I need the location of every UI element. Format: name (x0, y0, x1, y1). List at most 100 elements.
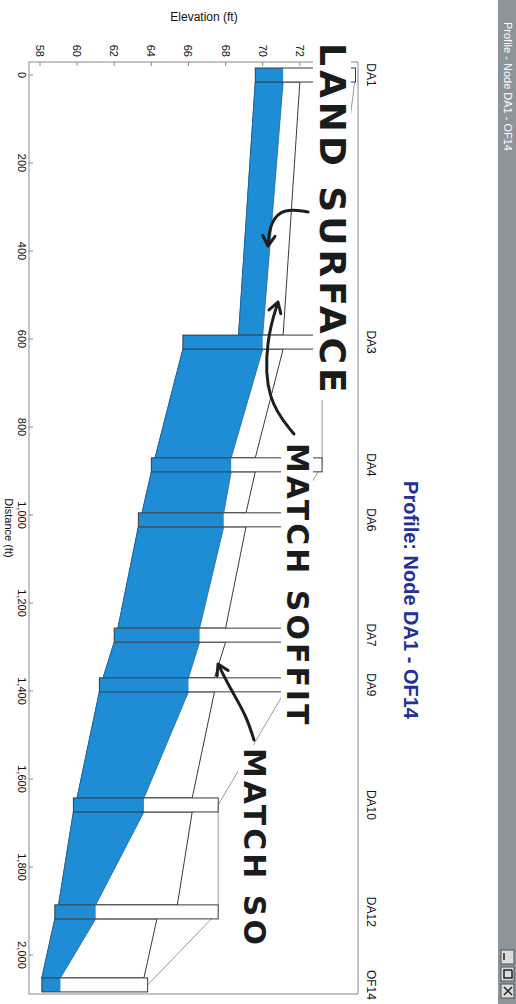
tick-label: 66 (182, 45, 195, 57)
node-label: DA6 (363, 508, 377, 531)
manhole (55, 905, 218, 919)
manhole (99, 678, 288, 692)
water-level (59, 812, 144, 905)
handwritten-note: LAND SURFACE (313, 40, 351, 400)
handwritten-note: MATCH SO (238, 745, 270, 951)
axis-title: Elevation (ft) (170, 11, 237, 25)
node-label: DA12 (363, 897, 377, 927)
button-glyph (503, 953, 505, 960)
water-level (42, 919, 96, 978)
tick-mark (114, 62, 115, 66)
tick-mark (299, 62, 300, 66)
conduit (42, 919, 157, 978)
manhole-water (138, 513, 223, 527)
manhole-water (73, 798, 144, 812)
node-label: DA1 (363, 63, 377, 86)
manhole-outline (99, 678, 288, 692)
node-label: DA4 (363, 453, 377, 476)
tick-label: 72 (294, 45, 307, 57)
conduit (239, 82, 300, 335)
manhole-outline (55, 905, 218, 919)
manhole-water (183, 335, 263, 349)
axis-title: Distance (ft) (3, 498, 16, 557)
tick-label: 0 (16, 72, 29, 78)
tick-mark (262, 62, 263, 66)
node-label: DA9 (363, 673, 377, 696)
manhole-water (42, 978, 61, 992)
window-button (501, 950, 514, 964)
tick-mark (29, 955, 33, 956)
marker-arrow (217, 664, 254, 740)
tick-label: 70 (256, 45, 269, 57)
tick-mark (29, 339, 33, 340)
handwritten-note: MATCH SOFFIT (281, 440, 313, 731)
node-label: DA7 (363, 623, 377, 646)
tick-label: 200 (16, 154, 29, 172)
marker-arrow (263, 210, 308, 246)
water-level (239, 82, 284, 335)
tick-mark (29, 163, 33, 164)
tick-mark (29, 427, 33, 428)
node-label: DA3 (363, 330, 377, 353)
tick-mark (188, 62, 189, 66)
water-level (142, 472, 231, 513)
tick-mark (29, 515, 33, 516)
window-button (501, 984, 514, 998)
tick-label: 68 (219, 45, 232, 57)
tick-mark (225, 62, 226, 66)
manhole-water (99, 678, 188, 692)
tick-mark (29, 867, 33, 868)
conduit (59, 812, 193, 905)
manhole-water (151, 458, 231, 472)
conduit (155, 349, 283, 458)
window-buttons (501, 950, 514, 998)
manhole (42, 978, 148, 992)
tick-label: 1,000 (16, 501, 29, 529)
manhole-water (55, 905, 96, 919)
tick-mark (29, 603, 33, 604)
manhole (114, 628, 290, 642)
manhole-outline (73, 798, 218, 812)
tick-label: 400 (16, 242, 29, 260)
marker-arrow (267, 302, 294, 434)
tick-label: 64 (145, 45, 158, 57)
node-label: DA10 (363, 790, 377, 820)
manhole (138, 513, 290, 527)
water-level (77, 692, 188, 798)
node-label: OF14 (363, 970, 377, 1000)
tick-mark (29, 251, 33, 252)
water-level (103, 642, 200, 678)
manhole-water (255, 68, 283, 82)
tick-label: 2,000 (16, 941, 29, 969)
tick-mark (29, 75, 33, 76)
manhole (73, 798, 218, 812)
manhole (183, 335, 322, 349)
tick-label: 1,200 (16, 589, 29, 617)
tick-mark (29, 779, 33, 780)
plot-area (29, 62, 358, 994)
tick-mark (29, 691, 33, 692)
tick-label: 600 (16, 330, 29, 348)
conduit (103, 642, 225, 678)
tick-label: 62 (108, 45, 121, 57)
button-glyph (504, 970, 512, 978)
tick-label: 58 (34, 45, 47, 57)
tick-mark (77, 62, 78, 66)
title-bar (498, 0, 516, 1004)
chart-title: Profile: Node DA1 - OF14 (399, 481, 422, 719)
tick-mark (40, 62, 41, 66)
water-level (155, 349, 263, 458)
manhole-outline (114, 628, 290, 642)
tick-label: 800 (16, 418, 29, 436)
conduit (142, 472, 255, 513)
button-glyph (504, 987, 512, 995)
tick-label: 1,800 (16, 853, 29, 881)
tick-mark (151, 62, 152, 66)
water-level (118, 527, 224, 628)
manhole-outline (138, 513, 290, 527)
tick-label: 60 (71, 45, 84, 57)
conduit (118, 527, 246, 628)
tick-label: 1,400 (16, 677, 29, 705)
window-title: Profile - Node DA1 - OF14 (501, 22, 514, 151)
